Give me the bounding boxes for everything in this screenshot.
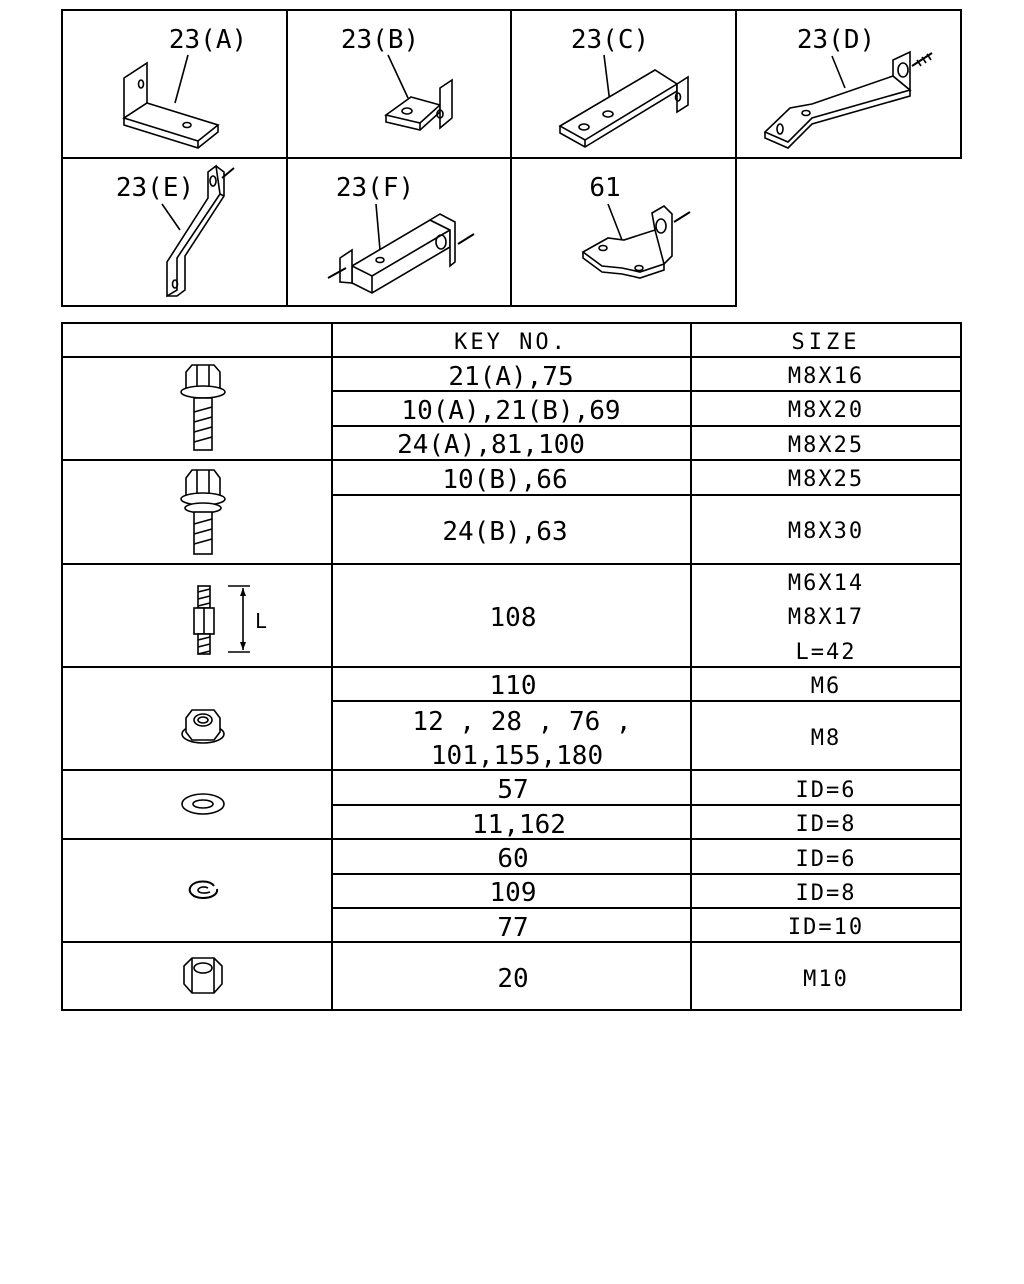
size-cell: ID=6 [796,778,857,803]
key-cell: 24(A),81,100 [397,430,585,460]
header-size: SIZE [792,330,861,355]
size-cell: ID=8 [796,881,857,906]
bracket-key-label: 61 [589,173,620,203]
hex-nut-icon [183,957,223,994]
key-column: 21(A),75 10(A),21(B),69 24(A),81,100 10(… [397,362,632,994]
key-cell: 108 [490,603,537,633]
bracket-23d: 23(D) [763,25,933,149]
bracket-23c: 23(C) [558,25,689,148]
bracket-key-label: 23(B) [341,25,419,55]
key-cell: 77 [497,913,528,943]
key-cell: 110 [490,671,537,701]
size-column: M8X16 M8X20 M8X25 M8X25 M8X30 M6X14 M8X1… [788,364,864,992]
size-cell: M8X16 [788,364,864,389]
key-cell: 109 [490,878,537,908]
bracket-23e: 23(E) [116,164,235,298]
bracket-key-label: 23(D) [797,25,875,55]
bracket-23f: 23(F) [327,173,475,294]
size-cell: ID=8 [796,812,857,837]
key-cell: 20 [497,964,528,994]
stud-dimension-label: L [255,609,267,633]
key-cell: 10(A),21(B),69 [401,396,620,426]
size-cell-line: M6X14 [788,571,864,596]
lock-washer-icon [188,880,219,900]
plain-washer-icon [181,793,225,815]
key-cell: 21(A),75 [448,362,573,392]
key-cell: 11,162 [472,810,566,840]
key-cell: 10(B),66 [442,465,567,495]
bolt-with-washer-icon [180,469,226,555]
size-cell: ID=6 [796,847,857,872]
bracket-key-label: 23(C) [571,25,649,55]
flange-nut-icon [181,709,225,744]
key-cell: 60 [497,844,528,874]
size-cell: M8X25 [788,433,864,458]
key-cell-line: 12 , 28 , 76 , [412,707,631,737]
size-cell-line: L=42 [796,640,857,665]
size-cell: M8X25 [788,467,864,492]
bracket-grid [61,9,962,307]
size-cell: ID=10 [788,915,864,940]
bracket-key-label: 23(F) [336,173,414,203]
bracket-key-label: 23(A) [169,25,247,55]
key-cell: 57 [497,775,528,805]
flange-bolt-icon [180,364,226,451]
stud-bolt-icon [193,585,250,655]
size-cell: M8X30 [788,519,864,544]
bracket-key-label: 23(E) [116,173,194,203]
key-cell-line: 101,155,180 [431,741,603,771]
key-cell: 24(B),63 [442,517,567,547]
size-cell: M8 [811,726,842,751]
size-cell: M10 [803,967,849,992]
size-cell-line: M8X17 [788,605,864,630]
bracket-23b: 23(B) [341,25,453,131]
size-cell: M8X20 [788,398,864,423]
size-cell: M6 [811,674,842,699]
bracket-61: 61 [581,173,691,279]
fastener-table [61,322,962,1011]
header-key-no: KEY NO. [454,330,568,355]
bracket-23a: 23(A) [122,25,247,149]
